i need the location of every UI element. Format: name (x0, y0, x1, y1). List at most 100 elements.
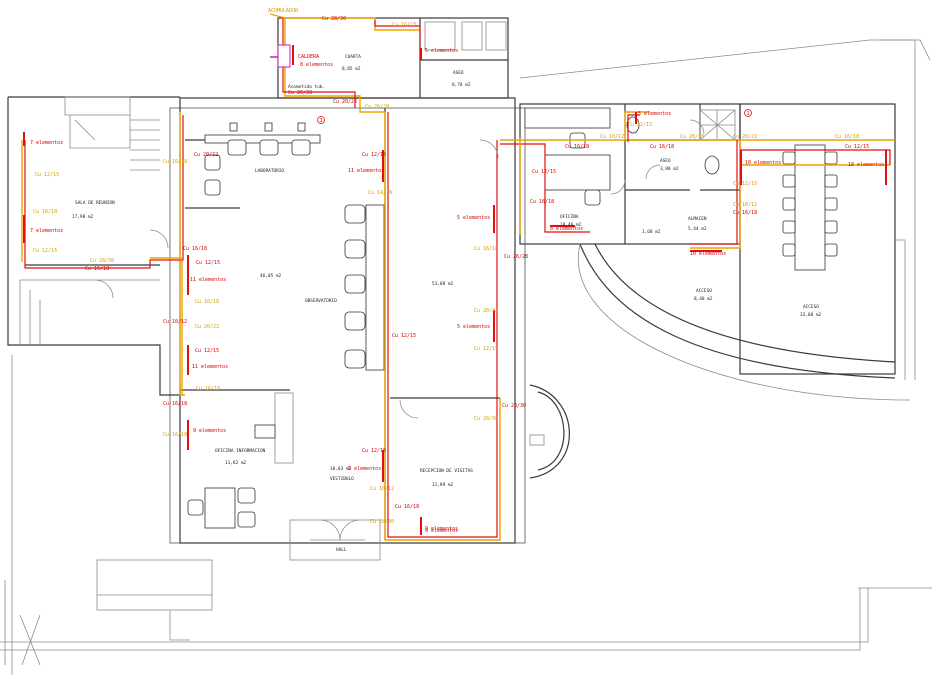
radiator (420, 48, 422, 60)
radiator-label: 7 elementos (30, 228, 63, 234)
pipe-label: Cu 12/15 (362, 152, 386, 158)
radiator (187, 345, 189, 375)
room-area: 1,68 m2 (642, 229, 661, 235)
pipe-label: Cu 16/18 (395, 504, 419, 510)
pipe-label: Cu 16/18 (196, 386, 220, 392)
pipe-label: Cu 28/30 (474, 416, 498, 422)
room-area: 18,46 m2 (560, 222, 582, 228)
pipe-label: Cu 16/18 (163, 159, 187, 165)
pipe-label: Cu 16/18 (183, 246, 207, 252)
room-name: ACCESO (696, 288, 712, 294)
room-name: HALL (336, 547, 347, 553)
doors (94, 119, 705, 541)
radiator-label: 5 elementos (457, 324, 490, 330)
pipe-label: Cu 28/30 (502, 403, 526, 409)
radiator (690, 250, 722, 252)
radiator-label: 11 elementos (192, 364, 228, 370)
svg-text:1: 1 (320, 118, 323, 124)
radiator (23, 132, 25, 146)
building-walls (7, 17, 911, 561)
pipe-label: Cu 16/18 (195, 299, 219, 305)
room-name: SALA DE REUNION (75, 200, 115, 206)
radiator-label: 5 elementos (638, 111, 671, 117)
note-acometida2: Cu 26/28 (288, 90, 312, 96)
pipe-label: Cu 20/22 (733, 134, 757, 140)
pipe-label: Cu 16/18 (163, 432, 187, 438)
room-name: ASEO (453, 70, 464, 76)
pipe-label: Cu 12/15 (845, 144, 869, 150)
pipe-label: Cu 12/15 (733, 181, 757, 187)
room-area: 11,89 m2 (432, 482, 454, 488)
boiler-icon (277, 44, 291, 68)
furniture (187, 107, 838, 529)
radiator-label: 5 elementos (457, 215, 490, 221)
pipe-label: Cu 28/30 (680, 134, 704, 140)
pipe-label: Cu 12/15 (196, 260, 220, 266)
radiator (23, 215, 25, 243)
room-area: 53,08 m2 (432, 281, 454, 287)
radiator (550, 225, 575, 227)
radiator-label: 18 elementos (848, 162, 884, 168)
room-area: 5,44 m2 (688, 226, 707, 232)
radiator (635, 112, 637, 124)
pipe-label: Cu 10/12 (600, 134, 624, 140)
pipe-label: Cu 12/15 (35, 172, 59, 178)
pipe-label: Cu 26/28 (504, 254, 528, 260)
room-area: 8,40 m2 (694, 296, 713, 302)
pipe-label: Cu 12/15 (392, 333, 416, 339)
radiator-labels: 5 elementos 7 elementos 7 elementos 11 e… (30, 48, 884, 534)
pipe-label: Cu 12/15 (362, 448, 386, 454)
radiators (23, 45, 887, 535)
room-name: LABORATORIO (255, 168, 284, 174)
radiator (493, 205, 495, 233)
pipe-label: Cu 20/22 (195, 324, 219, 330)
radiator-label: 5 elementos (425, 48, 458, 54)
room-name: VESTIBULO (330, 476, 354, 482)
pipe-label: Cu 14/16 (368, 190, 392, 196)
pipe-labels: Cu 28/30 Cu 16/18 Cu 20/22 Cu 26/28 Cu 2… (33, 16, 869, 525)
pipe-label: Cu 26/28 (365, 104, 389, 110)
pipe-label: Cu 28/30 (370, 519, 394, 525)
pipe-label: Cu 16/18 (650, 144, 674, 150)
radiator (493, 310, 495, 342)
room-area: 46,05 m2 (260, 273, 282, 279)
svg-text:1: 1 (747, 111, 750, 117)
radiator-label: 8 elementos (550, 226, 583, 232)
note-acometida: Acometida tub. (288, 84, 325, 90)
radiator-label: 10 elementos (745, 160, 781, 166)
radiator (187, 255, 189, 295)
room-name: OBSERVATORIO (305, 298, 337, 304)
radiator-label: 9 elementos (348, 466, 381, 472)
radiator-label: 9 elementos (425, 528, 458, 534)
room-name: OFICINA (560, 214, 579, 220)
room-area: 8,85 m2 (342, 66, 361, 72)
radiator (740, 150, 742, 185)
pipe-label: Cu 16/18 (392, 22, 416, 28)
room-name: RECEPCION DE VISITAS (420, 468, 473, 474)
pipe-label: Cu 16/18 (163, 401, 187, 407)
pipe-label: Cu 12/15 (628, 122, 652, 128)
room-labels: CUARTA 8,85 m2 ASEO 8,78 m2 SALA DE REUN… (72, 54, 822, 553)
radiator (382, 150, 384, 182)
section-mark (317, 116, 325, 124)
room-area: 8,78 m2 (452, 82, 471, 88)
room-name: CUARTA (345, 54, 361, 60)
pipe-label: Cu 16/18 (33, 209, 57, 215)
note-acumulador: ACUMULADOR (268, 8, 299, 14)
radiator (292, 45, 294, 65)
room-area: 33,88 m2 (800, 312, 822, 318)
pipe-label: Cu 12/15 (195, 348, 219, 354)
pipe-label: Cu 28/30 (90, 258, 114, 264)
heating-pipes (21, 13, 895, 541)
pipe-label: Cu 12/15 (474, 346, 498, 352)
room-area: 11,82 m2 (225, 460, 247, 466)
pipe-label: Cu 16/18 (733, 210, 757, 216)
radiator (420, 517, 422, 535)
pipe-label: Cu 20/22 (333, 99, 357, 105)
pipe-label: Cu 10/12 (733, 202, 757, 208)
radiator (382, 450, 384, 482)
pipe-label: Cu 16/18 (835, 134, 859, 140)
room-area: 10,03 m2 (330, 466, 352, 472)
pipe-label: Cu 16/18 (530, 199, 554, 205)
